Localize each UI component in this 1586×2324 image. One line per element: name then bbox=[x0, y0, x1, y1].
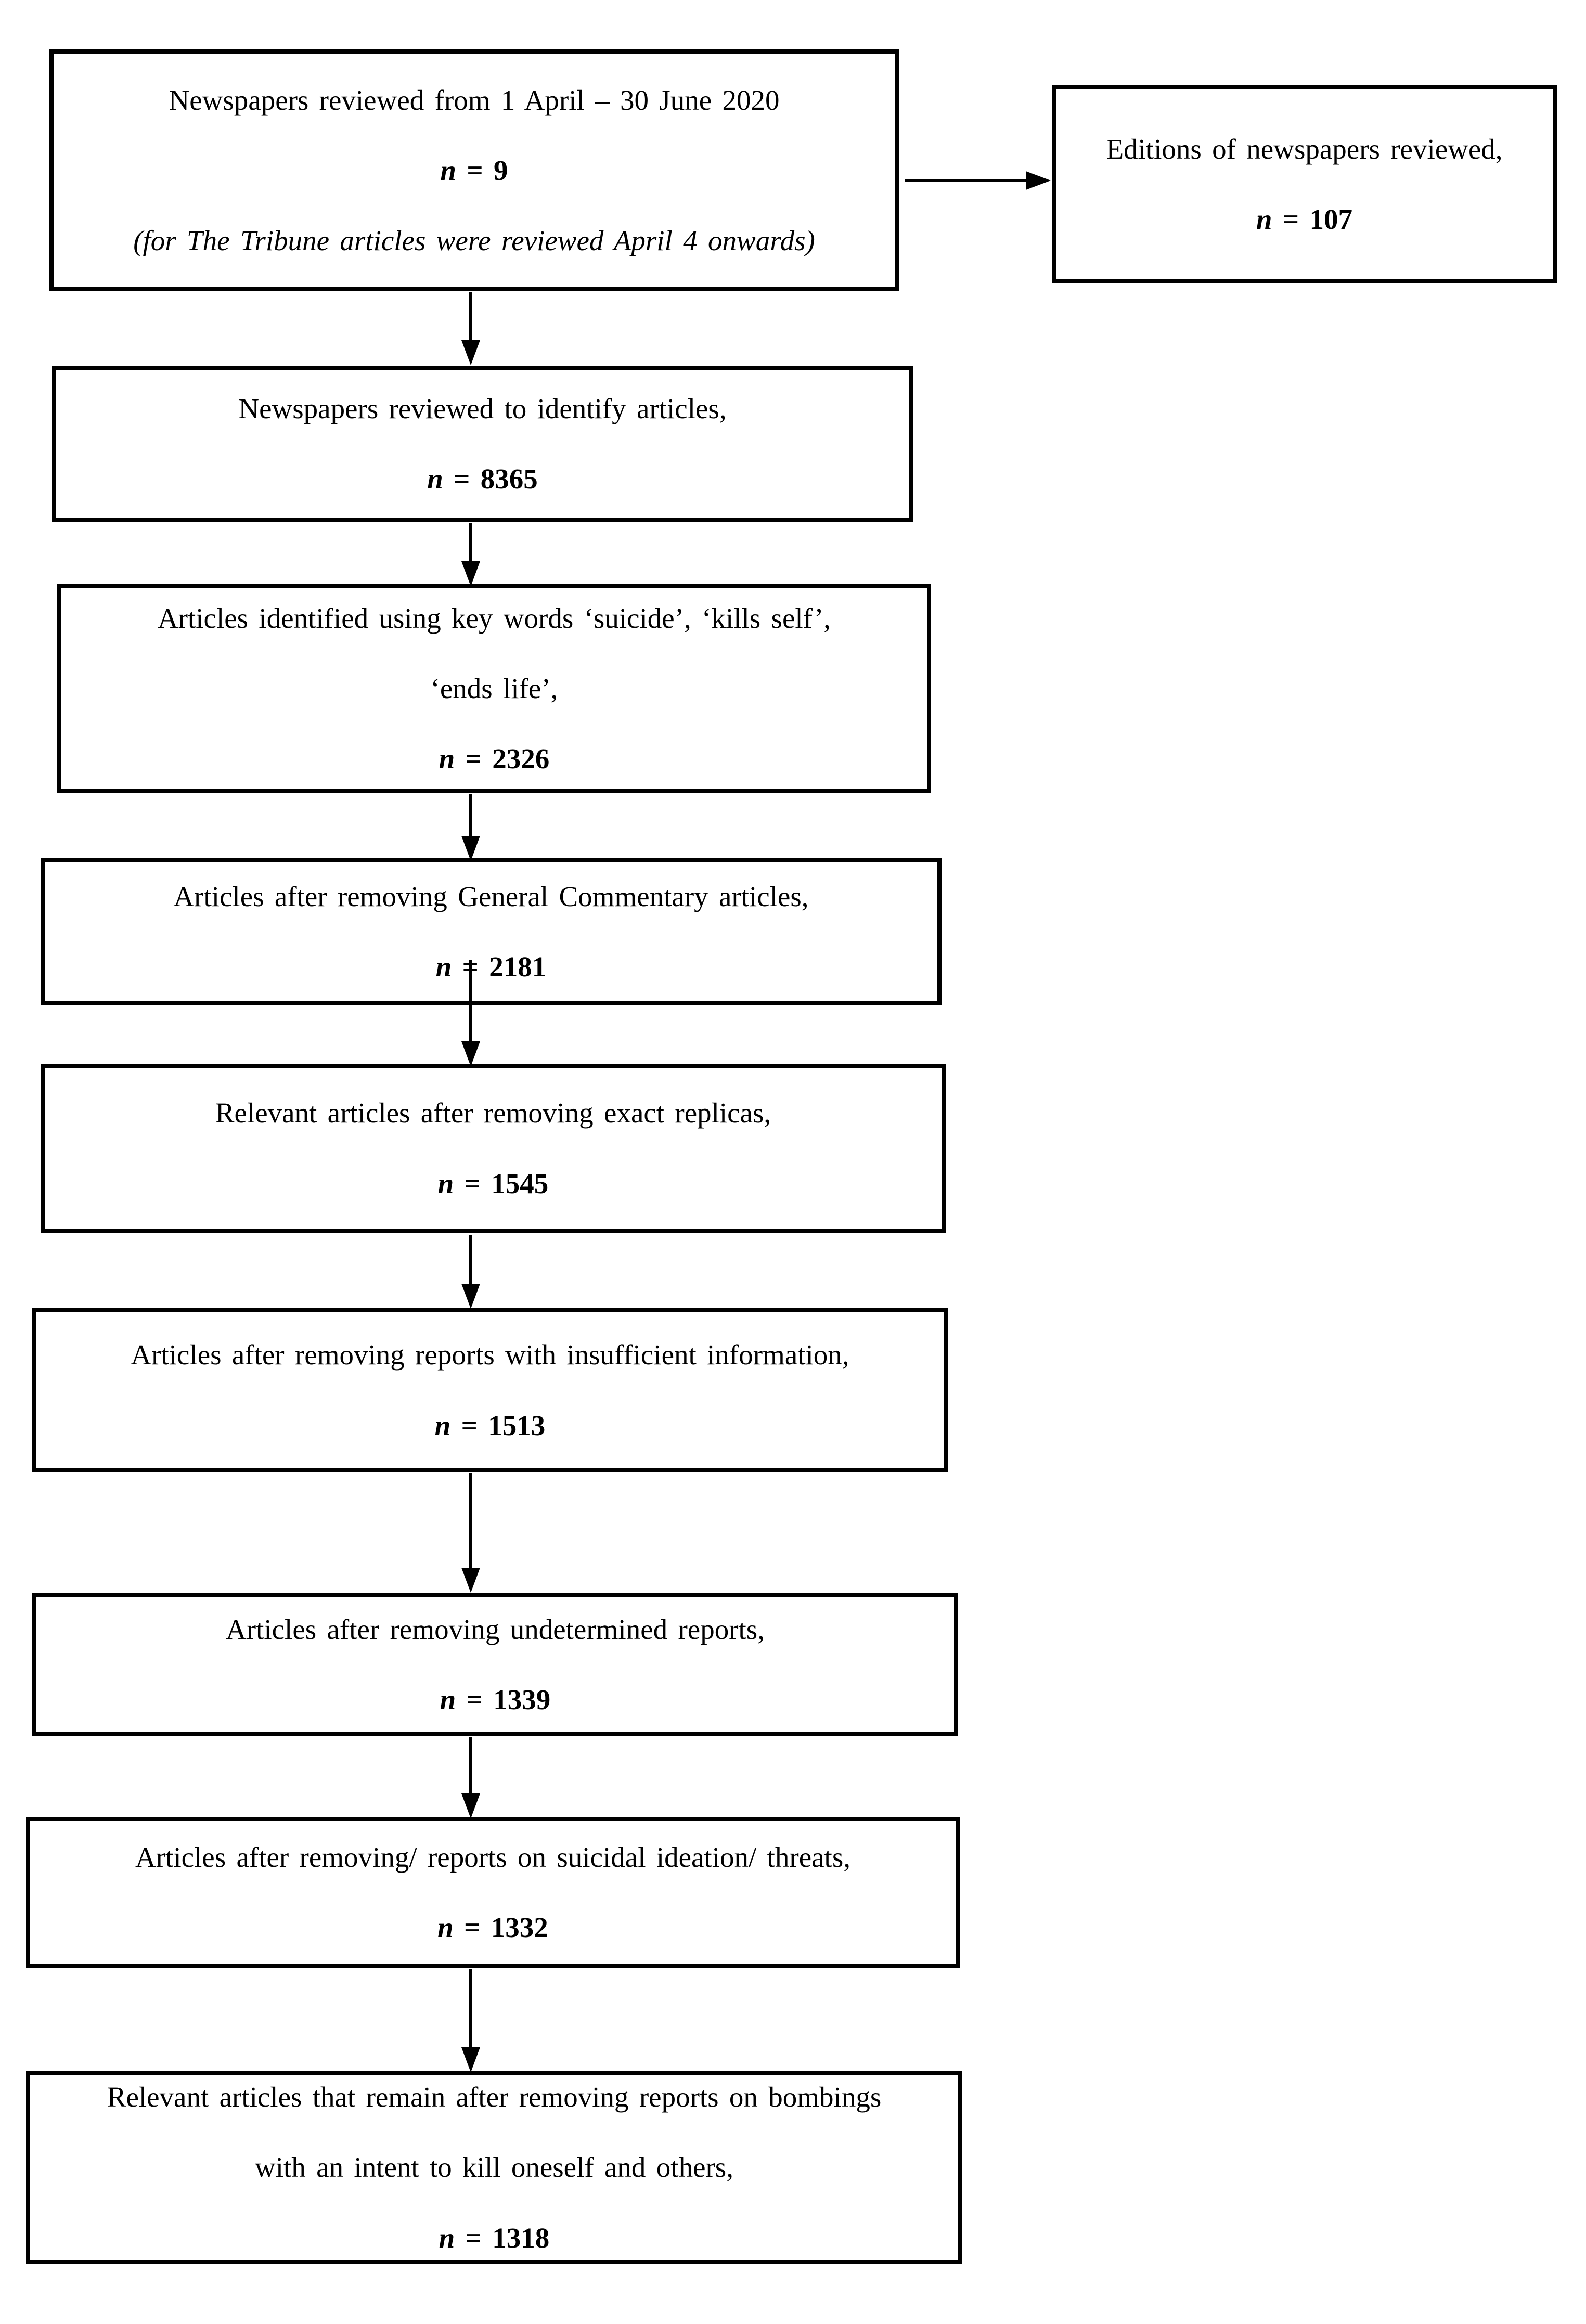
box-editions-reviewed: Editions of newspapers reviewed, n = 107 bbox=[1052, 85, 1557, 283]
n-equals-value: = 9 bbox=[456, 154, 508, 186]
arrow-b8-to-b9-icon bbox=[461, 1969, 480, 2072]
box-n-value: n = 1513 bbox=[435, 1409, 546, 1442]
arrow-b2-to-b3-icon bbox=[461, 523, 480, 586]
box-line: Articles after removing/ reports on suic… bbox=[135, 1841, 850, 1873]
arrow-b3-to-b4-icon bbox=[461, 794, 480, 861]
n-equals-value: = 1332 bbox=[453, 1912, 548, 1943]
box-line: Relevant articles that remain after remo… bbox=[107, 2081, 882, 2113]
n-equals-value: = 1318 bbox=[455, 2222, 550, 2254]
box-line: with an intent to kill oneself and other… bbox=[255, 2151, 733, 2184]
arrow-head-down-icon bbox=[461, 1793, 480, 1818]
box-sufficient-information: Articles after removing reports with ins… bbox=[32, 1308, 948, 1472]
n-symbol: n bbox=[1256, 203, 1272, 235]
arrow-head-down-icon bbox=[461, 1284, 480, 1309]
arrow-head-down-icon bbox=[461, 836, 480, 861]
n-symbol: n bbox=[439, 743, 455, 775]
arrow-b7-to-b8-icon bbox=[461, 1737, 480, 1818]
arrow-b4-to-b5-icon bbox=[461, 960, 480, 1066]
arrow-shaft bbox=[469, 1969, 472, 2047]
box-no-ideation-threats: Articles after removing/ reports on suic… bbox=[26, 1817, 960, 1968]
box-n-value: n = 2181 bbox=[436, 950, 547, 983]
box-line: Newspapers reviewed to identify articles… bbox=[238, 392, 727, 424]
box-no-general-commentary: Articles after removing General Commenta… bbox=[41, 858, 942, 1005]
n-symbol: n bbox=[437, 1912, 454, 1943]
n-equals-value: = 2181 bbox=[452, 951, 547, 983]
box-line: Relevant articles after removing exact r… bbox=[215, 1097, 771, 1129]
n-equals-value: = 8365 bbox=[443, 463, 538, 495]
n-symbol: n bbox=[440, 1684, 456, 1715]
arrow-shaft bbox=[469, 1473, 472, 1568]
box-no-exact-replicas: Relevant articles after removing exact r… bbox=[41, 1064, 946, 1233]
n-symbol: n bbox=[427, 463, 443, 495]
arrow-shaft bbox=[469, 1235, 472, 1284]
box-n-value: n = 1318 bbox=[439, 2222, 550, 2254]
n-equals-value: = 1545 bbox=[454, 1167, 549, 1199]
box-line: Articles after removing reports with ins… bbox=[131, 1339, 849, 1371]
n-symbol: n bbox=[440, 154, 457, 186]
n-equals-value: = 1339 bbox=[456, 1684, 551, 1715]
box-n-value: n = 8365 bbox=[427, 462, 538, 495]
n-symbol: n bbox=[437, 1167, 454, 1199]
arrow-shaft bbox=[469, 523, 472, 561]
n-equals-value: = 107 bbox=[1272, 203, 1353, 235]
box-n-value: n = 1339 bbox=[440, 1683, 551, 1716]
n-symbol: n bbox=[439, 2222, 455, 2254]
arrow-head-down-icon bbox=[461, 340, 480, 365]
box-newspapers-screened: Newspapers reviewed to identify articles… bbox=[52, 366, 913, 522]
arrow-shaft bbox=[469, 960, 472, 1041]
arrow-head-down-icon bbox=[461, 561, 480, 586]
n-symbol: n bbox=[435, 951, 452, 983]
arrow-b6-to-b7-icon bbox=[461, 1473, 480, 1593]
box-n-value: n = 9 bbox=[440, 154, 508, 187]
arrow-head-down-icon bbox=[461, 1041, 480, 1066]
box-line: Newspapers reviewed from 1 April – 30 Ju… bbox=[169, 84, 780, 116]
arrow-b1-to-side-icon bbox=[905, 171, 1051, 190]
box-line: Articles after removing undetermined rep… bbox=[226, 1613, 765, 1645]
box-line: Articles after removing General Commenta… bbox=[173, 880, 809, 912]
arrow-shaft bbox=[469, 1737, 472, 1793]
box-n-value: n = 107 bbox=[1256, 203, 1352, 236]
box-line: Articles identified using key words ‘sui… bbox=[157, 602, 831, 634]
box-line: Editions of newspapers reviewed, bbox=[1106, 133, 1503, 165]
arrow-shaft bbox=[469, 292, 472, 340]
arrow-b5-to-b6-icon bbox=[461, 1235, 480, 1309]
box-determined-reports: Articles after removing undetermined rep… bbox=[32, 1593, 958, 1736]
box-final-relevant-articles: Relevant articles that remain after remo… bbox=[26, 2071, 962, 2264]
arrow-b1-to-b2-icon bbox=[461, 292, 480, 365]
box-line: ‘ends life’, bbox=[430, 672, 558, 704]
box-n-value: n = 2326 bbox=[439, 742, 550, 775]
box-n-value: n = 1332 bbox=[437, 1911, 548, 1944]
n-symbol: n bbox=[434, 1409, 451, 1441]
arrow-head-down-icon bbox=[461, 1568, 480, 1593]
arrow-shaft bbox=[905, 179, 1026, 182]
box-keyword-articles: Articles identified using key words ‘sui… bbox=[57, 584, 931, 793]
box-n-value: n = 1545 bbox=[438, 1167, 549, 1200]
arrow-head-down-icon bbox=[461, 2047, 480, 2072]
n-equals-value: = 1513 bbox=[450, 1409, 546, 1441]
arrow-head-right-icon bbox=[1026, 171, 1051, 190]
box-note: (for The Tribune articles were reviewed … bbox=[133, 225, 815, 257]
n-equals-value: = 2326 bbox=[455, 743, 550, 775]
box-newspapers-reviewed: Newspapers reviewed from 1 April – 30 Ju… bbox=[49, 49, 899, 291]
arrow-shaft bbox=[469, 794, 472, 836]
